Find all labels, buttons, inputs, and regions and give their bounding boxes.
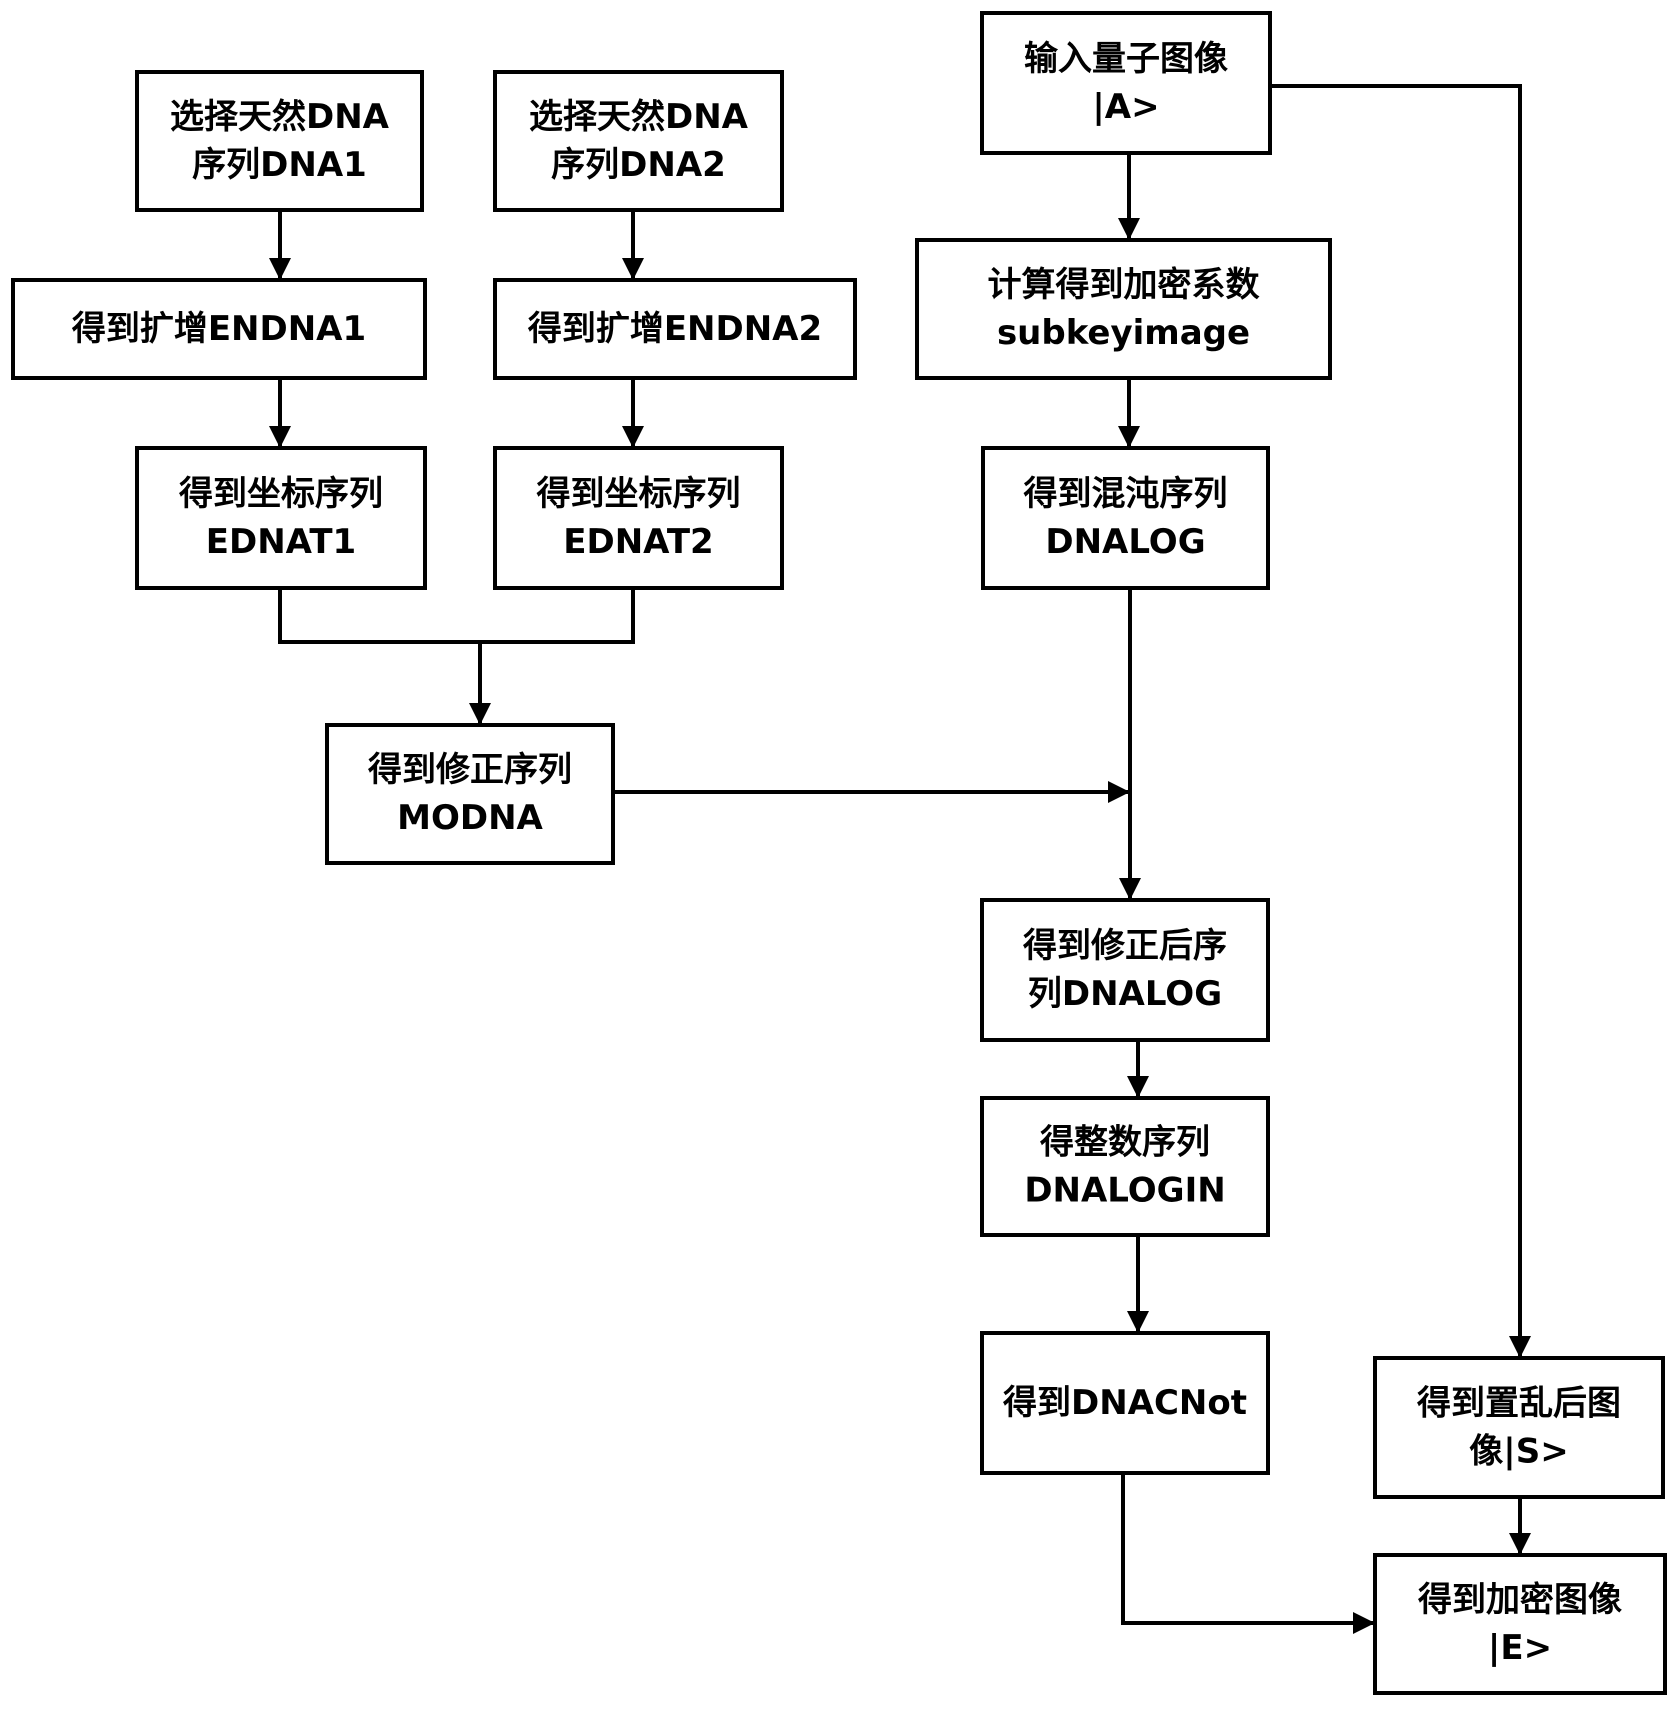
node-label: 选择天然DNA (529, 97, 749, 137)
connector-line (1121, 1473, 1375, 1625)
edges-layer (269, 84, 1531, 1634)
edge-endna2-to-ednat2 (622, 378, 644, 448)
node-endna2: 得到扩增ENDNA2 (493, 278, 857, 380)
node-label: EDNAT1 (206, 522, 356, 562)
node-label: 计算得到加密系数 (988, 265, 1260, 305)
edge-subkey-to-dnalog (1118, 378, 1140, 448)
edge-dna1-to-endna1 (269, 210, 291, 280)
arrowhead-icon (269, 426, 291, 448)
node-label: EDNAT2 (563, 522, 713, 562)
connector-line (278, 588, 482, 725)
node-label: 得到修正后序 (1022, 926, 1227, 966)
node-label: 列DNALOG (1028, 974, 1222, 1014)
arrowhead-icon (269, 258, 291, 280)
node-endna1: 得到扩增ENDNA1 (11, 278, 427, 380)
node-box (980, 11, 1272, 155)
node-box (493, 446, 784, 590)
arrowhead-icon (1119, 878, 1141, 900)
node-label: 得到扩增ENDNA1 (71, 309, 366, 349)
edge-dnalog_mod-to-dnalogin (1127, 1040, 1149, 1098)
edge-input-to-subkey (1118, 153, 1140, 240)
node-label: MODNA (397, 798, 543, 838)
arrowhead-icon (1118, 426, 1140, 448)
arrowhead-icon (1509, 1533, 1531, 1555)
node-modna: 得到修正序列 MODNA (325, 723, 615, 865)
node-label: 序列DNA1 (192, 145, 367, 185)
arrowhead-icon (622, 426, 644, 448)
node-label: 像|S> (1469, 1432, 1568, 1472)
node-subkey: 计算得到加密系数 subkeyimage (915, 238, 1332, 380)
node-dnacnot: 得到DNACNot (980, 1331, 1270, 1475)
edge-endna1-to-ednat1 (269, 378, 291, 448)
node-box (1373, 1553, 1667, 1695)
edge-ednat1-to-modna (278, 588, 491, 725)
node-label: DNALOG (1045, 522, 1205, 562)
node-label: subkeyimage (997, 313, 1250, 353)
arrowhead-icon (1127, 1076, 1149, 1098)
node-box (135, 446, 427, 590)
node-label: |E> (1488, 1628, 1552, 1668)
node-label: 得到坐标序列 (178, 474, 383, 514)
arrowhead-icon (622, 258, 644, 280)
node-label: 输入量子图像 (1024, 39, 1228, 79)
node-dnalogin: 得整数序列 DNALOGIN (980, 1096, 1270, 1237)
nodes-layer: 选择天然DNA 序列DNA1 选择天然DNA 序列DNA2 输入量子图像 |A> 得到扩增E… (11, 11, 1667, 1695)
node-dna2: 选择天然DNA 序列DNA2 (493, 70, 784, 212)
arrowhead-icon (1353, 1612, 1375, 1634)
node-box (981, 446, 1270, 590)
node-label: 得到坐标序列 (536, 474, 741, 514)
node-box (493, 278, 857, 380)
edge-ednat2-to-modna (480, 588, 635, 644)
arrowhead-icon (1108, 781, 1130, 803)
node-box (11, 278, 427, 380)
node-label: 得到修正序列 (367, 750, 572, 790)
node-box (1373, 1356, 1665, 1499)
edge-input-to-scrambled (1270, 84, 1531, 1358)
node-input: 输入量子图像 |A> (980, 11, 1272, 155)
node-box (980, 1331, 1270, 1475)
arrowhead-icon (469, 703, 491, 725)
node-label: 得到扩增ENDNA2 (527, 309, 822, 349)
node-label: 得到加密图像 (1417, 1580, 1622, 1620)
node-box (980, 1096, 1270, 1237)
node-dna1: 选择天然DNA 序列DNA1 (135, 70, 424, 212)
node-label: DNALOGIN (1024, 1171, 1225, 1211)
node-ednat1: 得到坐标序列 EDNAT1 (135, 446, 427, 590)
node-label: 序列DNA2 (551, 145, 726, 185)
node-label: 得到置乱后图 (1416, 1384, 1621, 1424)
node-label: |A> (1092, 87, 1159, 127)
node-box (135, 70, 424, 212)
arrowhead-icon (1118, 218, 1140, 240)
edge-modna-to-dnalog_mod (613, 781, 1130, 803)
connector-line (1270, 84, 1522, 1358)
arrowhead-icon (1509, 1336, 1531, 1358)
node-label: 得整数序列 (1039, 1123, 1210, 1163)
edge-dnalogin-to-dnacnot (1127, 1235, 1149, 1333)
node-dnalog: 得到混沌序列 DNALOG (981, 446, 1270, 590)
node-box (915, 238, 1332, 380)
node-box (980, 898, 1270, 1042)
node-label: 得到DNACNot (1002, 1383, 1247, 1423)
node-ednat2: 得到坐标序列 EDNAT2 (493, 446, 784, 590)
arrowhead-icon (1127, 1311, 1149, 1333)
edge-dnalog-to-dnalog_mod (1119, 588, 1141, 900)
node-label: 得到混沌序列 (1023, 474, 1228, 514)
node-label: 选择天然DNA (170, 97, 390, 137)
node-box (325, 723, 615, 865)
node-encrypted: 得到加密图像 |E> (1373, 1553, 1667, 1695)
connector-line (480, 588, 635, 644)
node-box (493, 70, 784, 212)
edge-dnacnot-to-encrypted (1121, 1473, 1375, 1634)
edge-dna2-to-endna2 (622, 210, 644, 280)
edge-scrambled-to-encrypted (1509, 1497, 1531, 1555)
